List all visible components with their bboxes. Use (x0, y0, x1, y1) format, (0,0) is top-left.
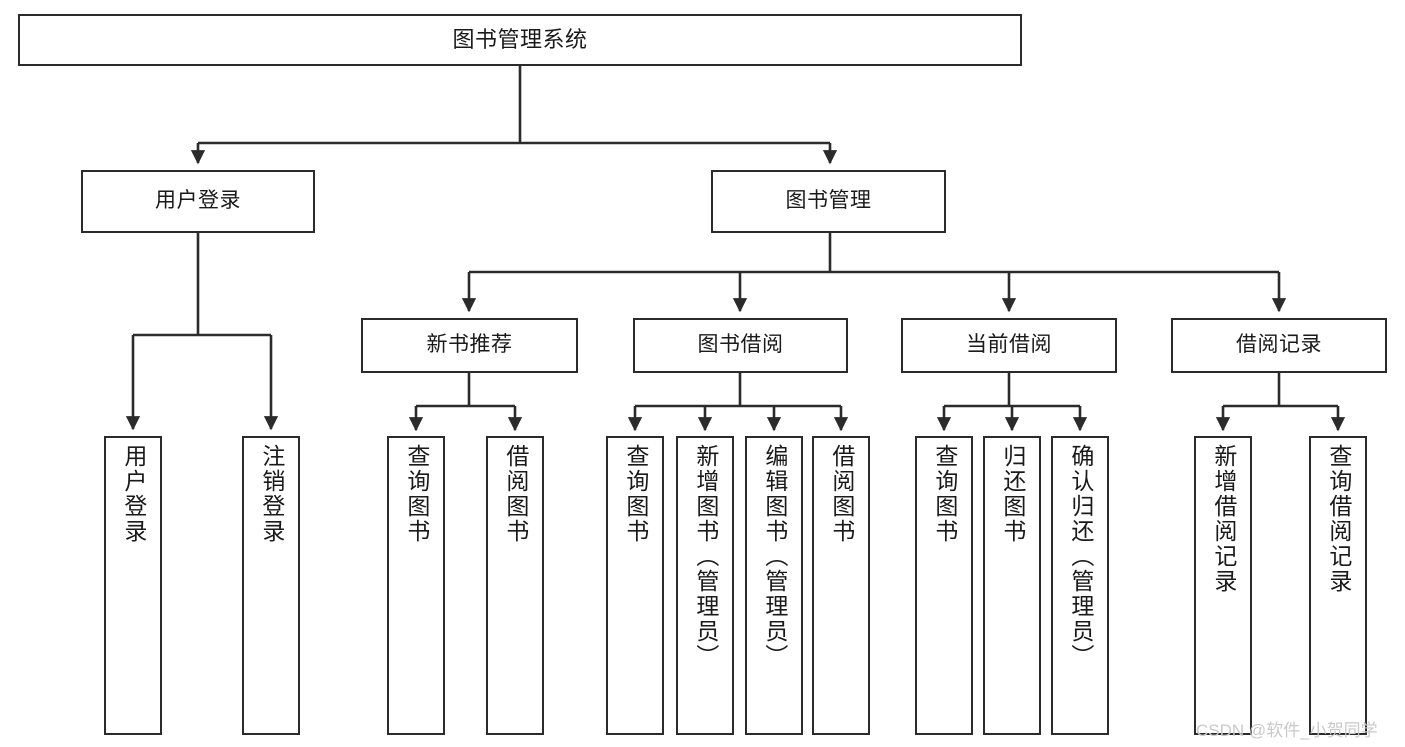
node-borrow-record-label: 借阅记录 (1236, 333, 1322, 357)
leaf-query-book-2[interactable]: 查询图书 (606, 436, 664, 735)
node-new-book-recommend-label: 新书推荐 (426, 333, 513, 357)
leaf-query-book-1[interactable]: 查询图书 (387, 436, 445, 735)
leaf-confirm-return[interactable]: 确认归还（管理员） (1051, 436, 1109, 735)
node-borrow-record[interactable]: 借阅记录 (1171, 318, 1387, 373)
leaf-return-book[interactable]: 归还图书 (983, 436, 1041, 735)
leaf-add-book-label: 新增图书（管理员） (692, 444, 719, 669)
leaf-edit-book[interactable]: 编辑图书（管理员） (745, 436, 803, 735)
node-current-borrow-label: 当前借阅 (966, 333, 1052, 357)
leaf-edit-book-label: 编辑图书（管理员） (761, 444, 788, 669)
leaf-return-book-label: 归还图书 (999, 444, 1026, 544)
node-book-manage-label: 图书管理 (785, 189, 872, 213)
leaf-logout-login-label: 注销登录 (258, 444, 285, 544)
node-root-label: 图书管理系统 (452, 27, 588, 53)
node-book-manage[interactable]: 图书管理 (711, 170, 946, 233)
leaf-user-login-label: 用户登录 (120, 444, 147, 544)
leaf-add-record-label: 新增借阅记录 (1210, 444, 1237, 594)
leaf-query-book-3-label: 查询图书 (931, 444, 958, 544)
node-new-book-recommend[interactable]: 新书推荐 (361, 318, 578, 373)
leaf-borrow-book-2[interactable]: 借阅图书 (812, 436, 870, 735)
leaf-query-record[interactable]: 查询借阅记录 (1309, 436, 1367, 735)
leaf-query-book-3[interactable]: 查询图书 (915, 436, 973, 735)
csdn-watermark: CSDN @软件_小贺同学 (1196, 721, 1378, 740)
node-book-borrow[interactable]: 图书借阅 (633, 318, 848, 373)
leaf-borrow-book-2-label: 借阅图书 (828, 444, 855, 544)
node-root[interactable]: 图书管理系统 (18, 14, 1022, 66)
leaf-add-record[interactable]: 新增借阅记录 (1194, 436, 1252, 735)
leaf-add-book[interactable]: 新增图书（管理员） (676, 436, 734, 735)
leaf-query-book-2-label: 查询图书 (622, 444, 649, 544)
leaf-logout-login[interactable]: 注销登录 (242, 436, 300, 735)
leaf-query-book-1-label: 查询图书 (403, 444, 430, 544)
leaf-query-record-label: 查询借阅记录 (1325, 444, 1352, 594)
leaf-borrow-book-1-label: 借阅图书 (502, 444, 529, 544)
node-current-borrow[interactable]: 当前借阅 (901, 318, 1117, 373)
node-book-borrow-label: 图书借阅 (697, 333, 784, 357)
node-user-login-label: 用户登录 (155, 189, 241, 213)
leaf-user-login[interactable]: 用户登录 (104, 436, 162, 735)
leaf-confirm-return-label: 确认归还（管理员） (1067, 444, 1094, 669)
leaf-borrow-book-1[interactable]: 借阅图书 (486, 436, 544, 735)
node-user-login[interactable]: 用户登录 (81, 170, 315, 233)
